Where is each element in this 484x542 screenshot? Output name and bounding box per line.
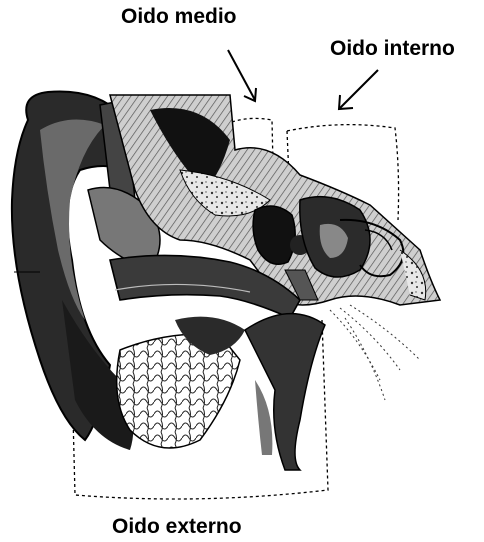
auditory-nerve — [330, 305, 420, 400]
eustachian-tube — [245, 314, 325, 470]
inner-ear-arrow — [339, 70, 378, 109]
middle-ear-arrow — [228, 50, 256, 101]
lower-tissue — [117, 317, 245, 448]
